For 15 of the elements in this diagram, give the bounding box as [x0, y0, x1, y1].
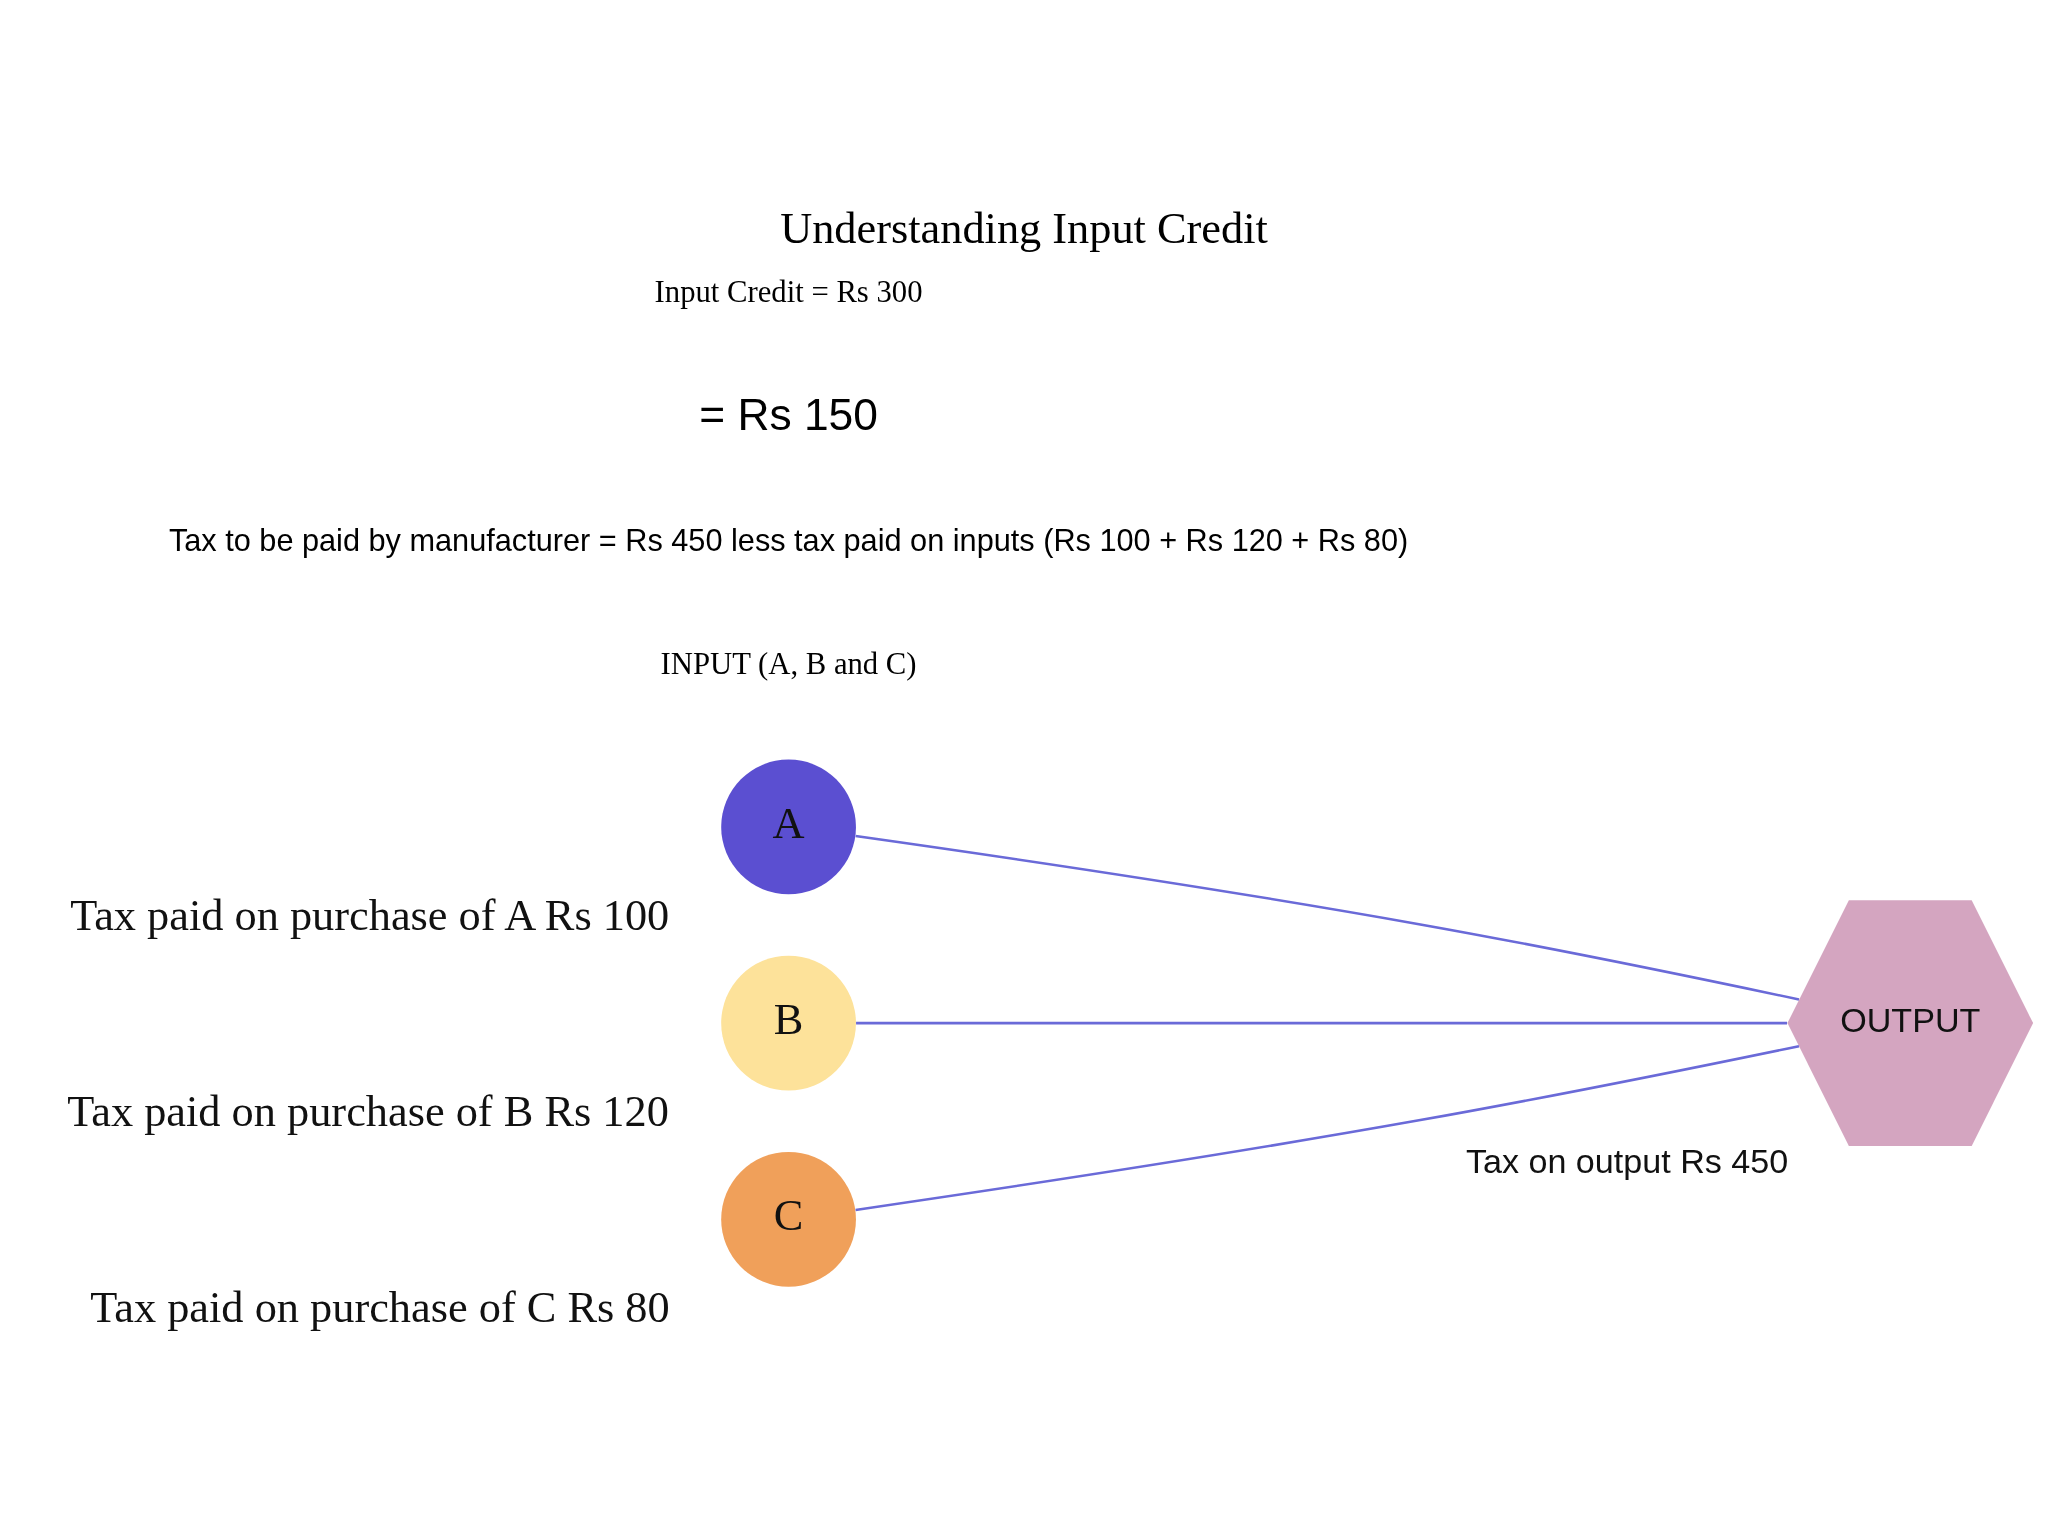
node-label: Tax paid on purchase of C Rs 80	[90, 1281, 670, 1332]
node-circle: B	[721, 955, 856, 1090]
node-circle: A	[721, 759, 856, 894]
connector	[855, 1044, 1800, 1211]
connector	[856, 1021, 1788, 1024]
node-label: Tax paid on purchase of A Rs 100	[70, 889, 670, 940]
node-label: Tax paid on purchase of B Rs 120	[67, 1085, 669, 1136]
node-circle: C	[721, 1151, 856, 1287]
diagram-title: Understanding Input Credit	[780, 202, 1268, 253]
label: = Rs 150	[699, 389, 878, 439]
label: Input Credit = Rs 300	[654, 274, 923, 309]
label: INPUT (A, B and C)	[660, 646, 917, 681]
node-label: Tax on output Rs 450	[1465, 1141, 1789, 1180]
connector	[855, 834, 1800, 1001]
label: Tax to be paid by manufacturer = Rs 450 less tax paid on inputs (Rs 100 + Rs 120 + Rs 80)	[168, 522, 1409, 558]
